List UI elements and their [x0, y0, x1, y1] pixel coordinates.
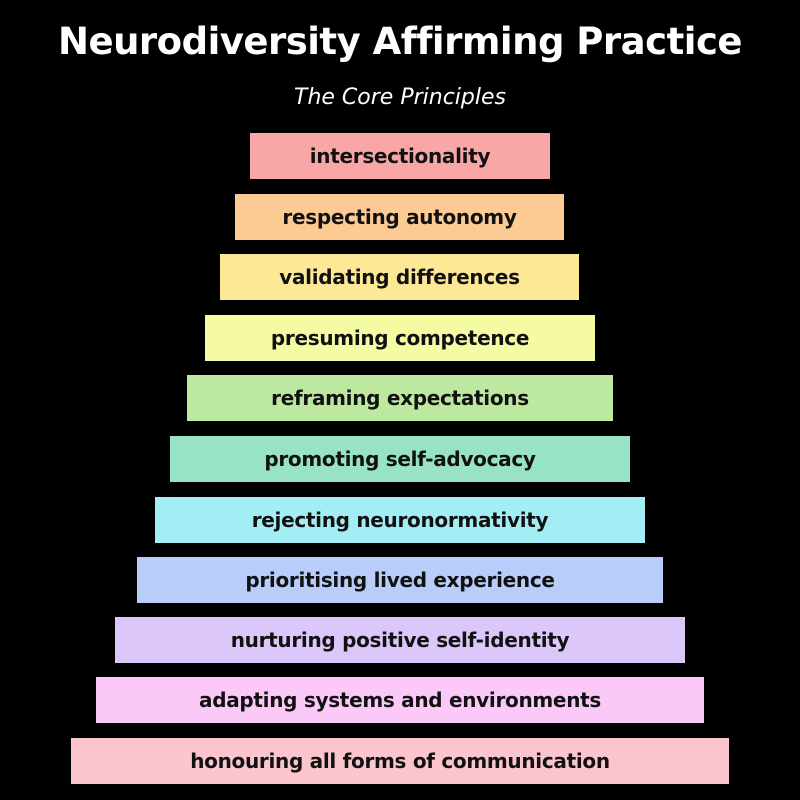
pyramid-tier: respecting autonomy: [235, 194, 564, 240]
tier-label: presuming competence: [270, 326, 530, 350]
pyramid-tier: rejecting neuronormativity: [155, 497, 645, 543]
tier-label: adapting systems and environments: [199, 688, 601, 712]
pyramid-tier: nurturing positive self-identity: [115, 617, 685, 663]
pyramid-tier: intersectionality: [250, 133, 550, 179]
tier-label: prioritising lived experience: [245, 568, 555, 592]
pyramid-tier: honouring all forms of communication: [71, 738, 729, 784]
pyramid-tier: prioritising lived experience: [137, 557, 663, 603]
pyramid-tier: validating differences: [220, 254, 579, 300]
tier-label: intersectionality: [309, 144, 491, 168]
page-title: Neurodiversity Affirming Practice: [58, 20, 742, 63]
tier-label: rejecting neuronormativity: [251, 508, 549, 532]
tier-label: honouring all forms of communication: [190, 749, 610, 773]
pyramid-tier: presuming competence: [205, 315, 595, 361]
pyramid-tier: promoting self-advocacy: [170, 436, 630, 482]
tier-label: promoting self-advocacy: [264, 447, 536, 471]
pyramid-tier: reframing expectations: [187, 375, 613, 421]
tier-label: respecting autonomy: [282, 205, 517, 229]
tier-label: nurturing positive self-identity: [230, 628, 570, 652]
tier-label: reframing expectations: [271, 386, 529, 410]
page-subtitle: The Core Principles: [294, 85, 506, 110]
tier-label: validating differences: [279, 265, 520, 289]
pyramid-tier: adapting systems and environments: [96, 677, 704, 723]
